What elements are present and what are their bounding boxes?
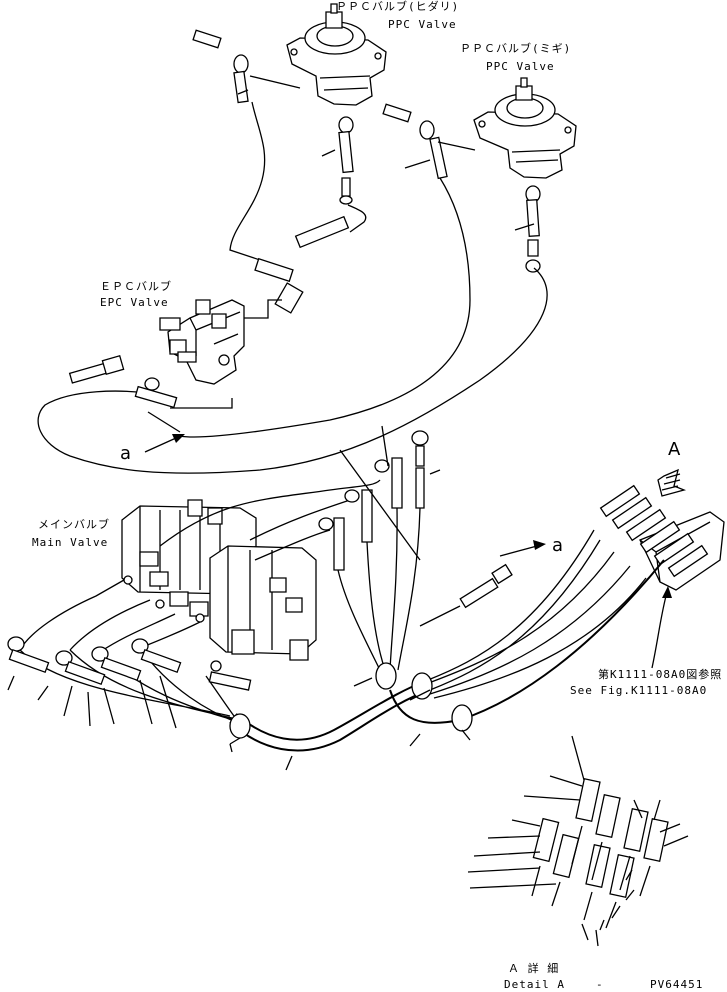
ppc-valve-left-label-en: PPC Valve bbox=[388, 18, 457, 31]
detail-a-dash: - bbox=[596, 978, 604, 991]
center-fittings bbox=[319, 426, 440, 670]
main-valve-label-jp: メインバルブ bbox=[38, 518, 110, 531]
main-valve-label-en: Main Valve bbox=[32, 536, 109, 549]
right-manifold bbox=[601, 486, 724, 590]
hose-bundle bbox=[20, 530, 664, 750]
ppc-valve-left bbox=[287, 4, 386, 105]
epc-valve-label-en: EPC Valve bbox=[100, 296, 169, 309]
pilot-hoses bbox=[38, 102, 547, 473]
arrow-a-left bbox=[145, 434, 185, 452]
detail-a-group bbox=[468, 736, 688, 946]
drawing-number: PV64451 bbox=[650, 978, 704, 991]
bottom-leaders bbox=[8, 676, 430, 770]
marker-a-right: a bbox=[552, 535, 564, 556]
marker-a-left: a bbox=[120, 443, 132, 464]
arrow-A bbox=[658, 470, 684, 496]
main-valve bbox=[122, 500, 316, 671]
ppc-valve-left-label-jp: ＰＰＣバルブ(ヒダリ) bbox=[336, 0, 460, 13]
detail-a-title-en: Detail A bbox=[504, 978, 565, 991]
arrow-a-right bbox=[420, 540, 546, 626]
detail-a-title-jp: Ａ 詳 細 bbox=[508, 962, 560, 975]
marker-A: A bbox=[668, 439, 681, 460]
ppc-valve-right-label-en: PPC Valve bbox=[486, 60, 555, 73]
reference-label-jp: 第K1111-08A0図参照 bbox=[598, 668, 723, 681]
ppc-valve-right bbox=[474, 78, 576, 178]
reference-leader bbox=[652, 586, 672, 668]
ppc-leaders bbox=[238, 76, 534, 230]
epc-valve bbox=[70, 217, 349, 432]
reference-label-en: See Fig.K1111-08A0 bbox=[570, 684, 708, 697]
epc-valve-label-jp: ＥＰＣバルブ bbox=[100, 280, 172, 293]
ppc-fittings bbox=[193, 30, 540, 272]
main-valve-hose-ends bbox=[8, 637, 251, 690]
ppc-valve-right-label-jp: ＰＰＣバルブ(ミギ) bbox=[460, 42, 572, 55]
